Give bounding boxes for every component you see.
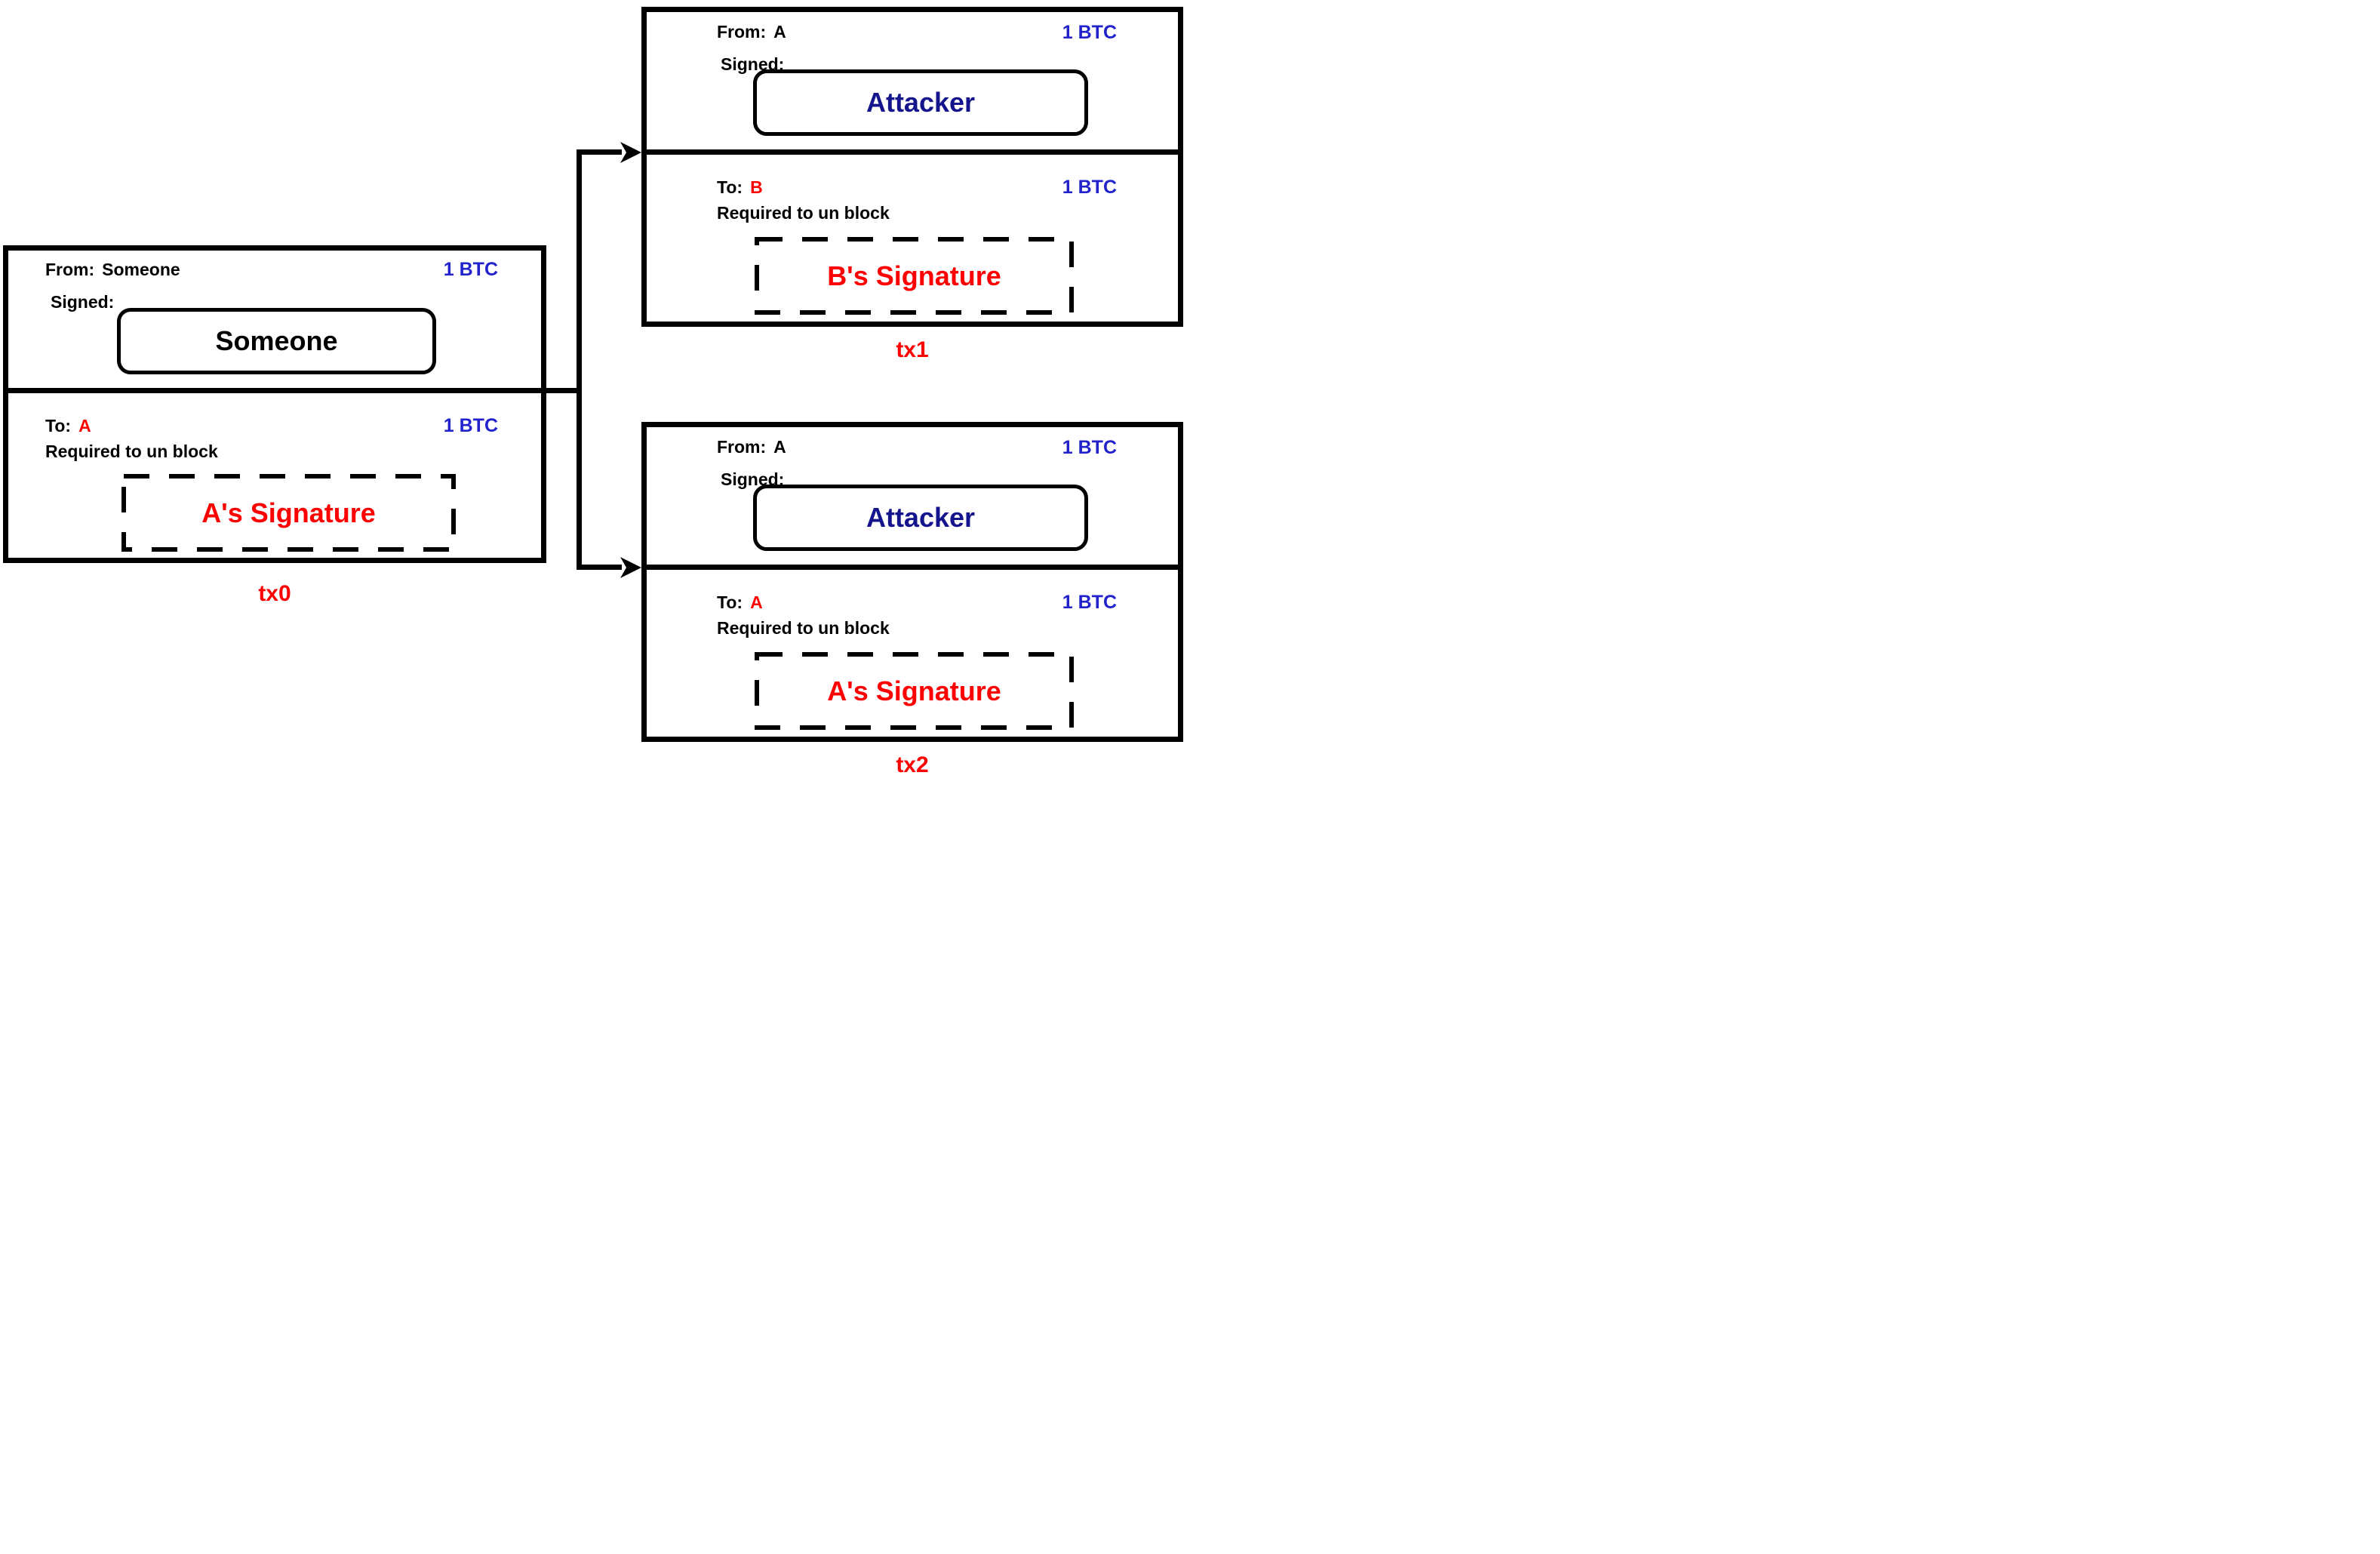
tx0-transaction-box	[3, 245, 546, 563]
tx1-signer-box: Attacker	[753, 69, 1088, 136]
tx2-from-label: From:	[717, 437, 767, 457]
tx0-signature-text: A's Signature	[201, 497, 376, 528]
tx1-from-line: From: A	[717, 21, 786, 42]
tx0-to-label: To:	[45, 416, 72, 435]
tx2-unlock-label: Required to un block	[717, 618, 890, 638]
tx0-to-line: To: A	[45, 415, 91, 436]
branch-to-tx2-line	[577, 565, 622, 570]
tx2-input-amount: 1 BTC	[1062, 437, 1117, 458]
tx2-from-value: A	[773, 437, 786, 457]
tx1-to-label: To:	[717, 177, 743, 197]
tx1-signature-box: B's Signature	[755, 237, 1074, 315]
double-spend-diagram: From:Someone 1 BTC Signed: Someone To:A …	[0, 0, 1190, 779]
tx1-signer-name: Attacker	[866, 87, 976, 118]
dashed-border-icon	[755, 652, 1074, 730]
tx2-transaction-box	[641, 422, 1183, 742]
tx2-to-value: A	[750, 592, 763, 612]
tx0-output-connector-line	[541, 388, 582, 393]
tx1-transaction-box	[641, 7, 1183, 327]
tx1-to-line: To: B	[717, 177, 763, 198]
tx1-section-divider	[641, 149, 1183, 155]
tx0-signer-name: Someone	[215, 325, 338, 356]
tx1-to-value: B	[750, 177, 763, 197]
tx0-from-line: From: Someone	[45, 259, 180, 280]
tx2-signer-box: Attacker	[753, 485, 1088, 551]
tx0-input-amount: 1 BTC	[443, 259, 498, 280]
tx1-signature-text: B's Signature	[827, 260, 1001, 291]
tx2-from-line: From: A	[717, 436, 786, 457]
tx2-signature-text: A's Signature	[827, 675, 1001, 706]
branch-trunk-line	[577, 149, 582, 570]
tx1-input-amount: 1 BTC	[1062, 22, 1117, 43]
arrow-right-icon	[620, 142, 641, 163]
branch-to-tx1-line	[577, 149, 622, 155]
tx0-caption: tx0	[258, 581, 291, 606]
tx1-caption: tx1	[896, 337, 929, 362]
tx2-to-line: To: A	[717, 592, 763, 613]
tx2-caption: tx2	[896, 752, 929, 777]
tx1-unlock-label: Required to un block	[717, 203, 890, 223]
tx0-unlock-label: Required to un block	[45, 442, 218, 461]
tx1-from-label: From:	[717, 22, 767, 42]
arrow-right-icon	[620, 557, 641, 578]
tx2-section-divider	[641, 565, 1183, 570]
dashed-border-icon	[121, 474, 456, 552]
tx0-signature-box: A's Signature	[121, 474, 456, 552]
tx2-output-amount: 1 BTC	[1062, 592, 1117, 613]
tx2-signer-name: Attacker	[866, 502, 976, 533]
dashed-border-icon	[755, 237, 1074, 315]
tx0-section-divider	[3, 388, 546, 393]
tx1-output-amount: 1 BTC	[1062, 177, 1117, 198]
tx0-from-label: From:	[45, 260, 95, 279]
tx0-signed-label: Signed:	[51, 292, 115, 312]
tx0-signer-box: Someone	[117, 308, 436, 374]
tx0-output-amount: 1 BTC	[443, 415, 498, 436]
tx2-signature-box: A's Signature	[755, 652, 1074, 730]
tx0-to-value: A	[78, 416, 91, 435]
tx0-from-value: Someone	[102, 260, 180, 279]
tx2-to-label: To:	[717, 592, 743, 612]
tx1-from-value: A	[773, 22, 786, 42]
